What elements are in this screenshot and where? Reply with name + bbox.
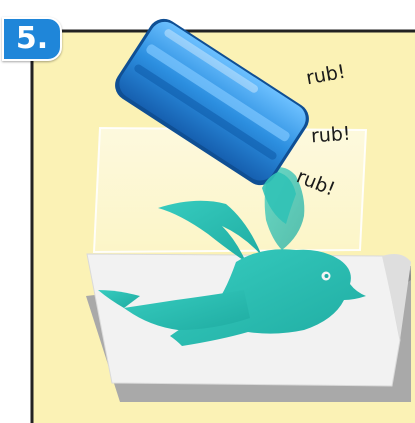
step-number-badge: 5. — [2, 17, 62, 61]
rub-annotation-2: rub! — [310, 123, 351, 148]
